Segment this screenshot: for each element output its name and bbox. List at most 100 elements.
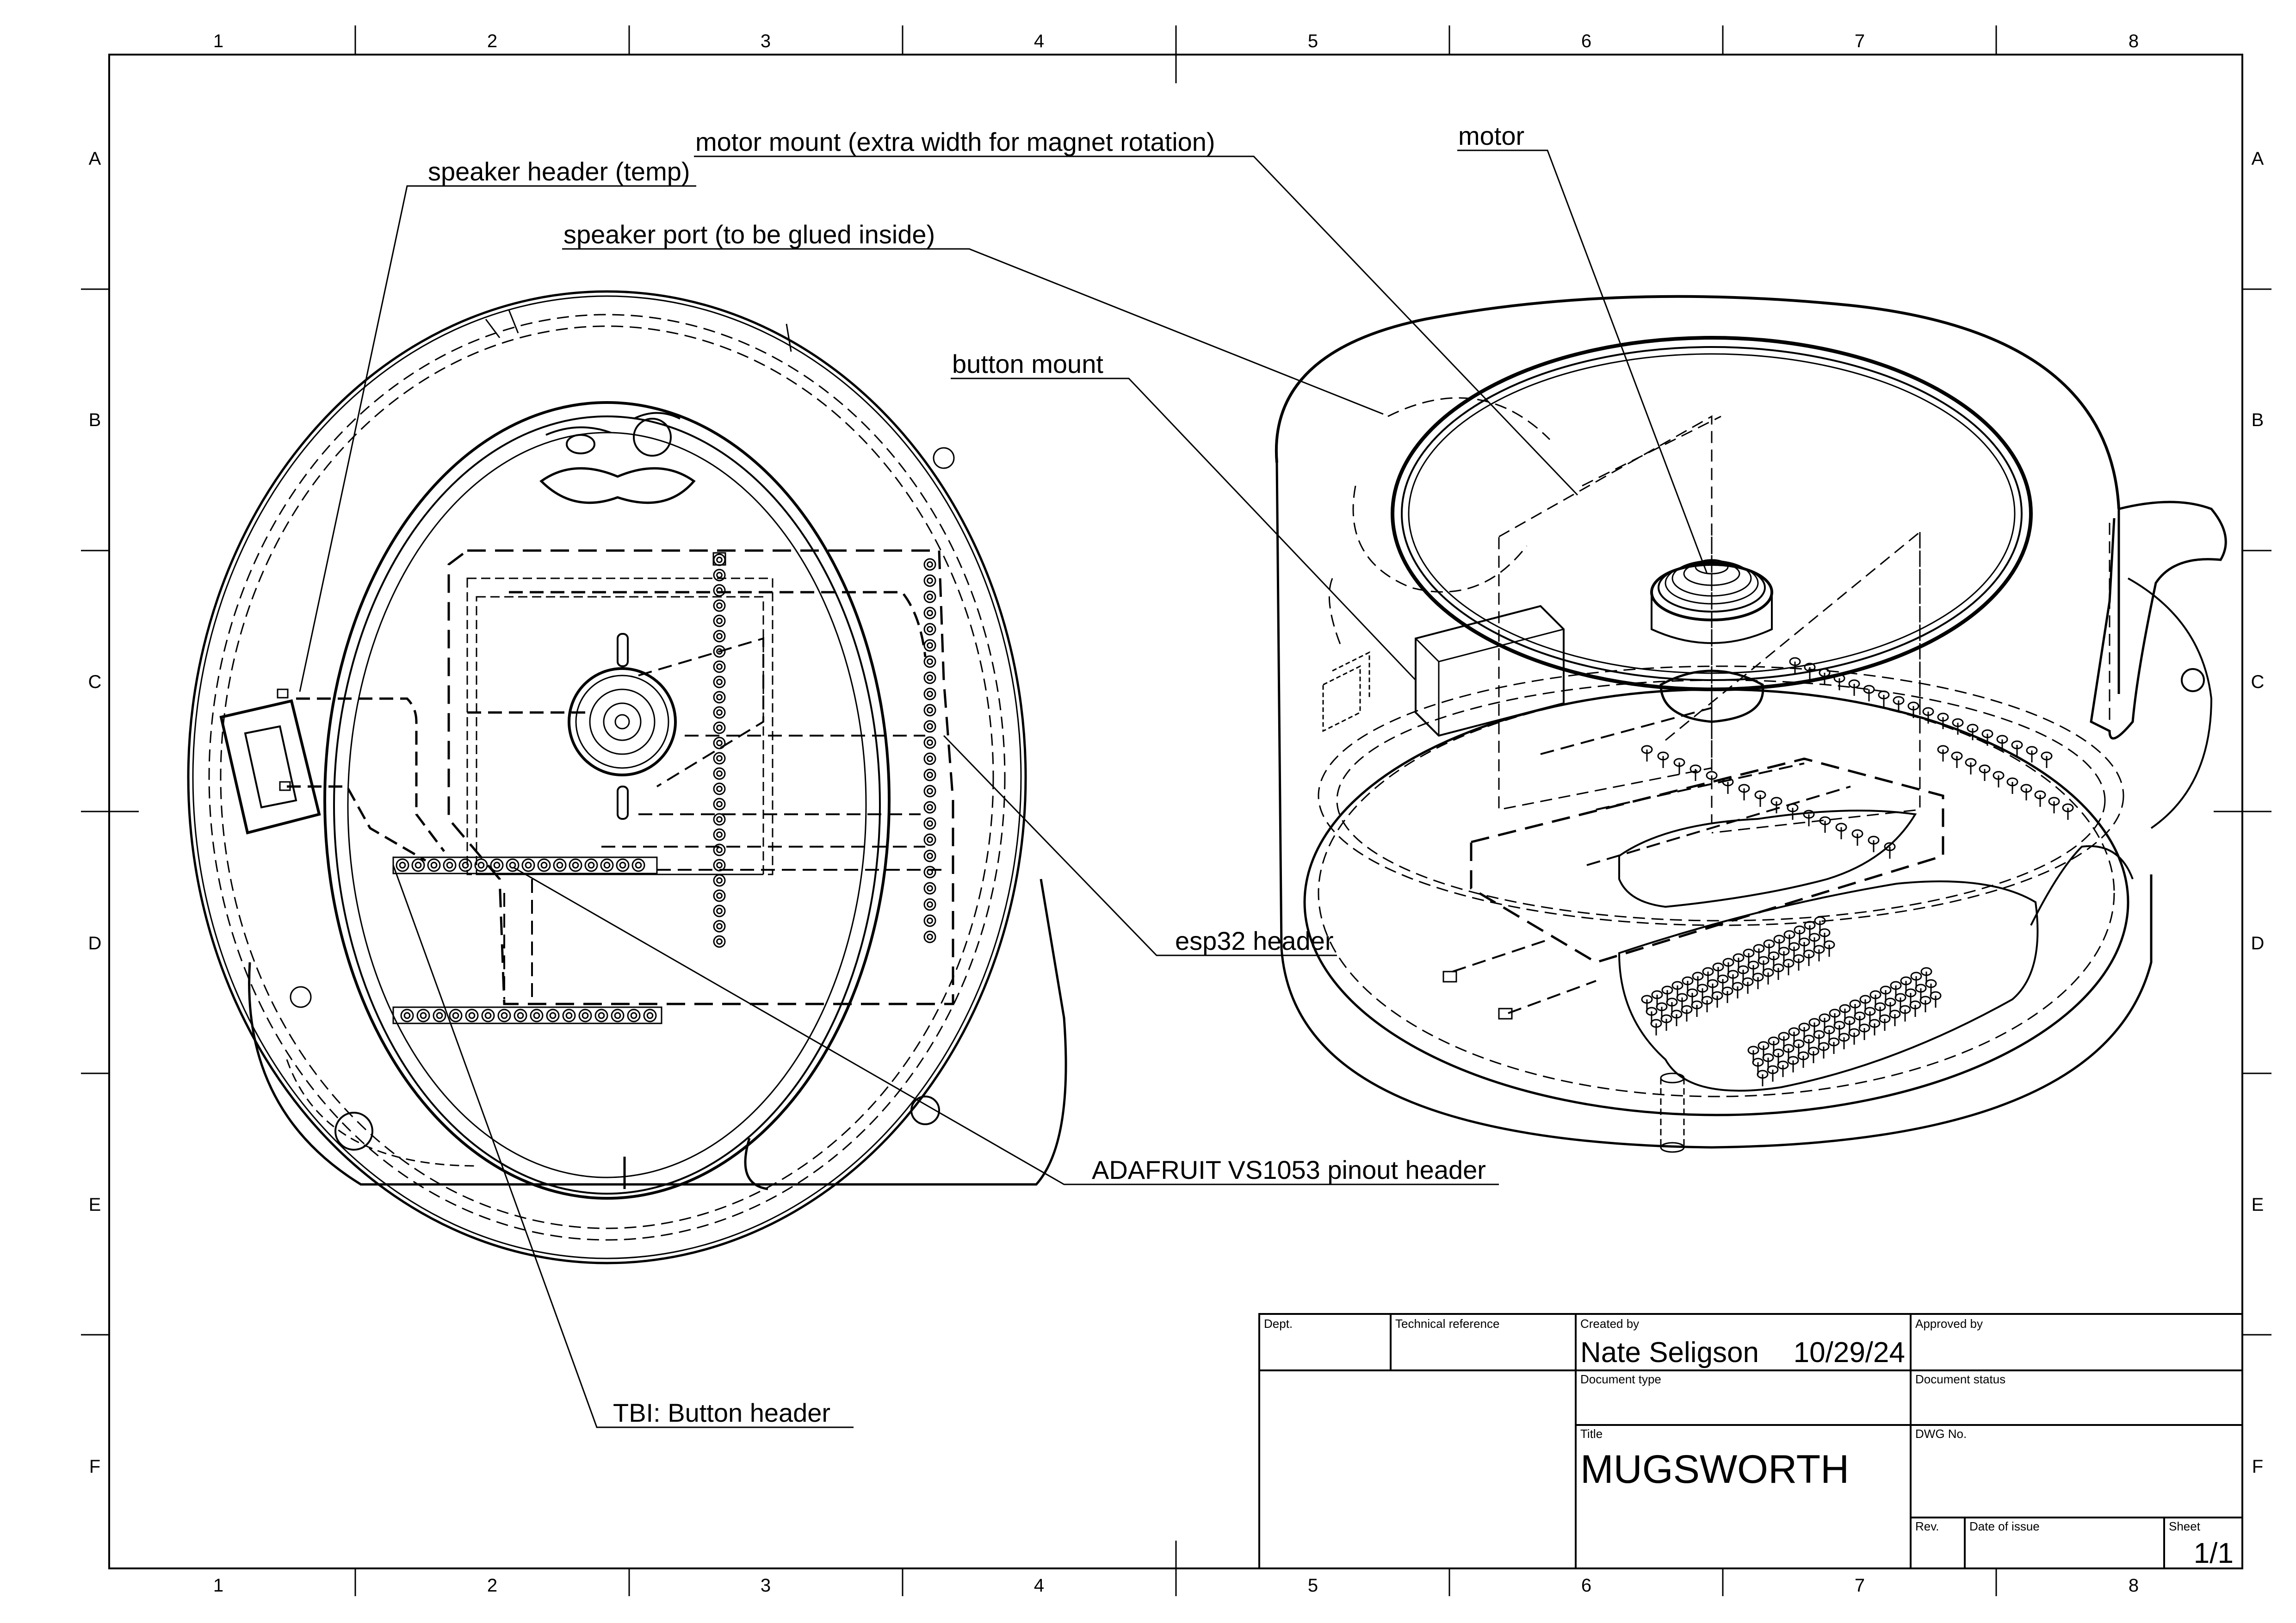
- header-pin-hole: [927, 836, 933, 843]
- header-pin-hole: [927, 707, 933, 713]
- grid-col-3: 3: [761, 1575, 771, 1596]
- header-pin: [713, 660, 726, 673]
- header-pin-hole: [630, 1012, 637, 1019]
- header-pin-hole: [716, 633, 723, 639]
- header-pin: [923, 801, 936, 814]
- grid-row-d: D: [88, 933, 102, 954]
- header-pin: [497, 1009, 511, 1022]
- header-pin: [713, 675, 726, 688]
- header-pin-hole: [517, 1012, 524, 1019]
- header-pin-hole: [716, 770, 723, 777]
- header-pin: [923, 639, 936, 652]
- header-pin: [427, 858, 441, 872]
- header-pin: [713, 889, 726, 902]
- title-block: [1258, 1313, 2243, 1569]
- header-pin: [923, 590, 936, 603]
- header-pin-hole: [927, 691, 933, 697]
- header-pin: [923, 688, 936, 700]
- header-pin-hole: [716, 816, 723, 823]
- header-pin-hole: [468, 1012, 476, 1019]
- header-pin-hole: [716, 923, 723, 929]
- header-pin: [400, 1009, 414, 1022]
- header-pin: [514, 1009, 527, 1022]
- header-pin-hole: [927, 917, 933, 924]
- header-pin-hole: [716, 663, 723, 670]
- header-pin: [923, 817, 936, 830]
- header-pin-hole: [927, 820, 933, 827]
- header-pin: [713, 553, 726, 566]
- header-pin-hole: [598, 1012, 605, 1019]
- header-pin-hole: [588, 861, 595, 869]
- header-pin: [923, 720, 936, 733]
- header-pin-hole: [716, 725, 723, 731]
- drawing-title: MUGSWORTH: [1580, 1447, 1849, 1492]
- callout-button-mount: button mount: [952, 349, 1103, 378]
- grid-col-3: 3: [761, 31, 771, 51]
- header-pin-hole: [484, 1012, 492, 1019]
- callout-motor-mount: motor mount (extra width for magnet rota…: [695, 127, 1215, 156]
- drawing-frame: [81, 25, 2271, 1596]
- callout-speaker-header: speaker header (temp): [428, 157, 690, 186]
- header-pin: [449, 1009, 463, 1022]
- header-pin-hole: [556, 861, 563, 869]
- header-pin-hole: [716, 877, 723, 884]
- callout-vs1053-header: ADAFRUIT VS1053 pinout header: [1092, 1155, 1486, 1184]
- header-pin-hole: [525, 861, 532, 869]
- header-pin: [443, 858, 457, 872]
- header-pin-hole: [927, 675, 933, 681]
- date-of-issue-label: Date of issue: [1969, 1519, 2040, 1533]
- header-pin: [616, 858, 630, 872]
- header-pin: [713, 904, 726, 917]
- header-pin-hole: [477, 861, 485, 869]
- header-pin-hole: [415, 861, 422, 869]
- header-pin: [465, 1009, 479, 1022]
- header-pin: [923, 704, 936, 717]
- header-pin: [578, 1009, 592, 1022]
- grid-col-8: 8: [2129, 1575, 2139, 1596]
- dwg-no-label: DWG No.: [1915, 1427, 1967, 1441]
- header-pin-hole: [533, 1012, 540, 1019]
- grid-col-5: 5: [1308, 31, 1318, 51]
- header-pin-hole: [716, 648, 723, 655]
- header-pin: [594, 1009, 608, 1022]
- isometric-view-drawing: [1275, 295, 2227, 1153]
- grid-col-7: 7: [1855, 1575, 1865, 1596]
- header-pin-hole: [716, 801, 723, 807]
- header-pin: [923, 849, 936, 862]
- grid-column-labels-top: 1 2 3 4 5 6 7 8: [213, 31, 2139, 51]
- header-pin-hole: [716, 755, 723, 762]
- grid-col-1: 1: [213, 31, 223, 51]
- header-pin-hole: [716, 786, 723, 792]
- header-pin-hole: [436, 1012, 443, 1019]
- header-pin-hole: [452, 1012, 459, 1019]
- header-pin-hole: [614, 1012, 621, 1019]
- title-label: Title: [1580, 1427, 1603, 1441]
- header-pin: [396, 858, 409, 872]
- header-pin-hole: [635, 861, 642, 869]
- grid-col-7: 7: [1855, 31, 1865, 51]
- grid-row-a: A: [89, 149, 101, 169]
- header-pin: [474, 858, 488, 872]
- header-pin: [923, 785, 936, 798]
- header-pin-hole: [927, 610, 933, 616]
- header-pin-hole: [646, 1012, 654, 1019]
- pin-headers-top-view: [392, 552, 936, 1024]
- grid-row-labels-right: A B C D E F: [2251, 149, 2265, 1477]
- header-pin-hole: [927, 772, 933, 778]
- header-pin-hole: [716, 908, 723, 914]
- header-strip: [392, 1006, 662, 1024]
- header-pin: [416, 1009, 430, 1022]
- header-pin-hole: [716, 572, 723, 578]
- header-pin-hole: [399, 861, 406, 869]
- header-pin-hole: [927, 577, 933, 584]
- header-pin: [923, 623, 936, 636]
- header-pin: [433, 1009, 446, 1022]
- header-pin: [923, 607, 936, 619]
- header-pin-hole: [540, 861, 548, 869]
- grid-row-e: E: [89, 1195, 101, 1215]
- header-pin-hole: [716, 679, 723, 685]
- header-pin: [713, 813, 726, 826]
- rev-label: Rev.: [1915, 1519, 1939, 1533]
- header-pin: [713, 828, 726, 841]
